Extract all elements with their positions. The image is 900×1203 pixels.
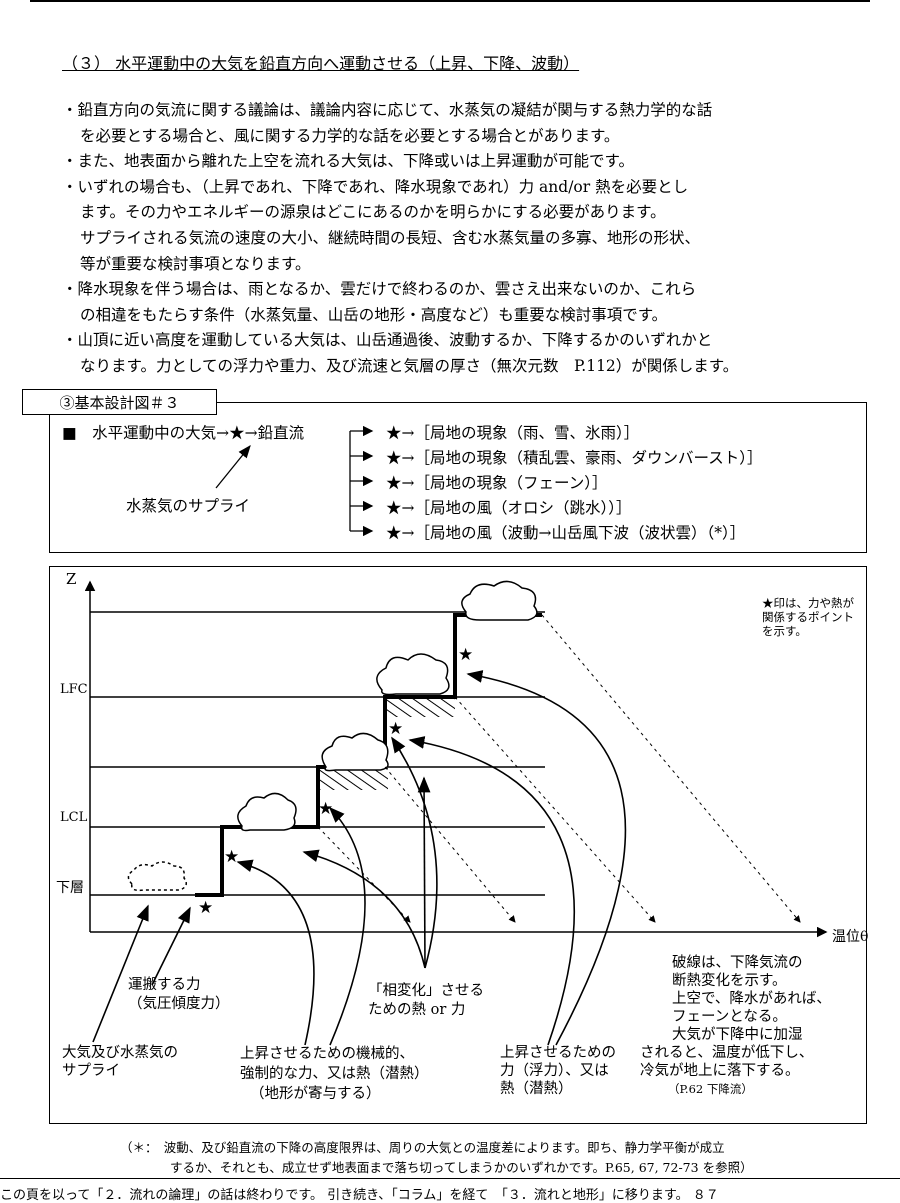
- supply-label: 大気及び水蒸気の サプライ: [62, 1044, 178, 1080]
- buoyancy-label: 上昇させるための 力（浮力）、又は 熱（潜熱）: [500, 1044, 616, 1098]
- axes: [84, 580, 828, 938]
- label-line: 断熱変化を示す。: [672, 973, 787, 989]
- mechanical-force-label: 上昇させるための機械的、 強制的な力、又は熱（潜熱） （地形が寄与する）: [240, 1044, 429, 1104]
- flow-box: [49, 402, 867, 553]
- dashed-descent-lines: [317, 614, 801, 923]
- label-line: 破線は、下降気流の: [672, 955, 803, 971]
- footnote-line: （＊： 波動、及び鉛直流の下降の高度限界は、周りの大気との温度差によります。即ち…: [120, 1140, 725, 1155]
- bullet-line: ・いずれの場合も、（上昇であれ、下降であれ、降水現象であれ）力 and/or 熱…: [62, 177, 689, 196]
- star-icon: ★: [224, 847, 239, 867]
- label-line: 冷気が地上に落下する。: [640, 1063, 800, 1079]
- star-icon: ★: [198, 898, 213, 918]
- label-line: ための熱 or 力: [368, 1002, 466, 1018]
- flow-branch: ★→［局地の風（波動→山岳風下波（波状雲）（*）］: [386, 524, 746, 542]
- bullet-line: の相違をもたらす条件（水蒸気量、山岳の地形・高度など）も重要な検討事項です。: [80, 305, 668, 324]
- design-figure-label: ③基本設計図＃３: [22, 389, 217, 415]
- star-legend-line: 関係するポイント: [762, 610, 854, 624]
- footnote: （＊： 波動、及び鉛直流の下降の高度限界は、周りの大気との温度差によります。即ち…: [120, 1138, 753, 1178]
- bullet-line: ・また、地表面から離れた上空を流れる大気は、下降或いは上昇運動が可能です。: [62, 152, 634, 171]
- transport-force-label: 運搬する力 （気圧傾度力）: [128, 976, 230, 1014]
- star-legend: ★印は、力や熱が 関係するポイント を示す。: [762, 596, 854, 638]
- star-legend-line: ★印は、力や熱が: [762, 596, 854, 610]
- x-axis-label: 温位θ: [832, 929, 869, 945]
- label-line: 大気及び水蒸気の: [62, 1045, 178, 1061]
- label-line: サプライ: [62, 1063, 120, 1079]
- bullet-line: サプライされる気流の速度の大小、継続時間の長短、含む水蒸気量の多寡、地形の形状、: [80, 228, 701, 247]
- bullet-line: 等が重要な検討事項となります。: [80, 254, 311, 273]
- label-line: 上昇させるための機械的、: [240, 1046, 414, 1062]
- label-line: 大気が下降中に加湿: [672, 1027, 803, 1043]
- bullet-line: ます。その力やエネルギーの源泉はどこにあるのかを明らかにする必要があります。: [80, 203, 666, 222]
- flow-branch: ★→［局地の現象（雨、雪、氷雨）］: [386, 424, 640, 442]
- label-line: 上昇させるための: [500, 1045, 616, 1061]
- label-line: （地形が寄与する）: [250, 1086, 381, 1102]
- top-rule: [30, 0, 870, 2]
- force-arrows: [92, 670, 627, 1046]
- label-line: 強制的な力、又は熱（潜熱）: [240, 1066, 429, 1082]
- flow-branch: ★→［局地の風（オロシ（跳水））］: [386, 499, 632, 517]
- lower-layer-label: 下層: [56, 880, 84, 896]
- section-title: （３） 水平運動中の大気を鉛直方向へ運動させる（上昇、下降、波動）: [62, 54, 580, 73]
- bottom-rule: [0, 1178, 900, 1179]
- flow-branch: ★→［局地の現象（フェーン）］: [386, 474, 608, 492]
- star-icon: ★: [458, 645, 473, 665]
- star-icon: ★: [388, 719, 403, 739]
- star-legend-line: を示す。: [762, 624, 807, 638]
- flow-branch: ★→［局地の現象（積乱雲、豪雨、ダウンバースト）］: [386, 449, 763, 467]
- cloud-icons: [127, 580, 538, 892]
- label-line: されると、温度が低下し、: [640, 1045, 814, 1061]
- flow-main: ■ 水平運動中の大気→★→鉛直流: [62, 424, 305, 442]
- label-line: フェーンとなる。: [672, 1009, 787, 1025]
- label-line: （気圧傾度力）: [128, 996, 230, 1012]
- bullet-line: ・山頂に近い高度を運動している大気は、山岳通過後、波動するか、下降するかのいずれ…: [62, 331, 713, 350]
- label-line: 上空で、降水があれば、: [672, 991, 831, 1007]
- dashed-line-explanation: 破線は、下降気流の 断熱変化を示す。 上空で、降水があれば、 フェーンとなる。 …: [640, 954, 831, 1098]
- phase-change-label: 「相変化」させる ための熱 or 力: [368, 982, 484, 1020]
- footnote-line: するか、それとも、成立せず地表面まで落ち切ってしまうかのいずれかです。P.65,…: [120, 1160, 753, 1175]
- label-line: 力（浮力）、又は: [500, 1063, 609, 1079]
- label-line: 運搬する力: [128, 977, 201, 993]
- bullet-line: を必要とする場合と、風に関する力学的な話を必要とする場合とがあります。: [80, 126, 620, 145]
- page-footer: この頁を以って「２．流れの論理」の話は終わりです。 引き続き、「コラム」を経て …: [0, 1188, 719, 1203]
- level-lines: [90, 611, 545, 896]
- bullet-line: なります。力としての浮力や重力、及び流速と気層の厚さ（無次元数 P.112）が関…: [80, 356, 739, 375]
- bullet-line: ・鉛直方向の気流に関する議論は、議論内容に応じて、水蒸気の凝結が関与する熱力学的…: [62, 101, 713, 119]
- hatched-regions: [318, 697, 455, 790]
- lfc-label: LFC: [60, 682, 88, 697]
- label-line: 「相変化」させる: [368, 983, 484, 999]
- lcl-label: LCL: [60, 810, 88, 825]
- diagram-box: [49, 566, 867, 1124]
- star-markers: ★ ★ ★ ★ ★: [198, 645, 473, 918]
- z-axis-label: Z: [66, 570, 77, 588]
- label-line: （P.62 下降流）: [668, 1082, 753, 1096]
- bullet-list: ・鉛直方向の気流に関する議論は、議論内容に応じて、水蒸気の凝結が関与する熱力学的…: [62, 98, 862, 380]
- bullet-line: ・降水現象を伴う場合は、雨となるか、雲だけで終わるのか、雲さえ出来ないのか、これ…: [62, 280, 697, 299]
- flow-supply-label: 水蒸気のサプライ: [126, 497, 251, 515]
- label-line: 熱（潜熱）: [500, 1081, 573, 1097]
